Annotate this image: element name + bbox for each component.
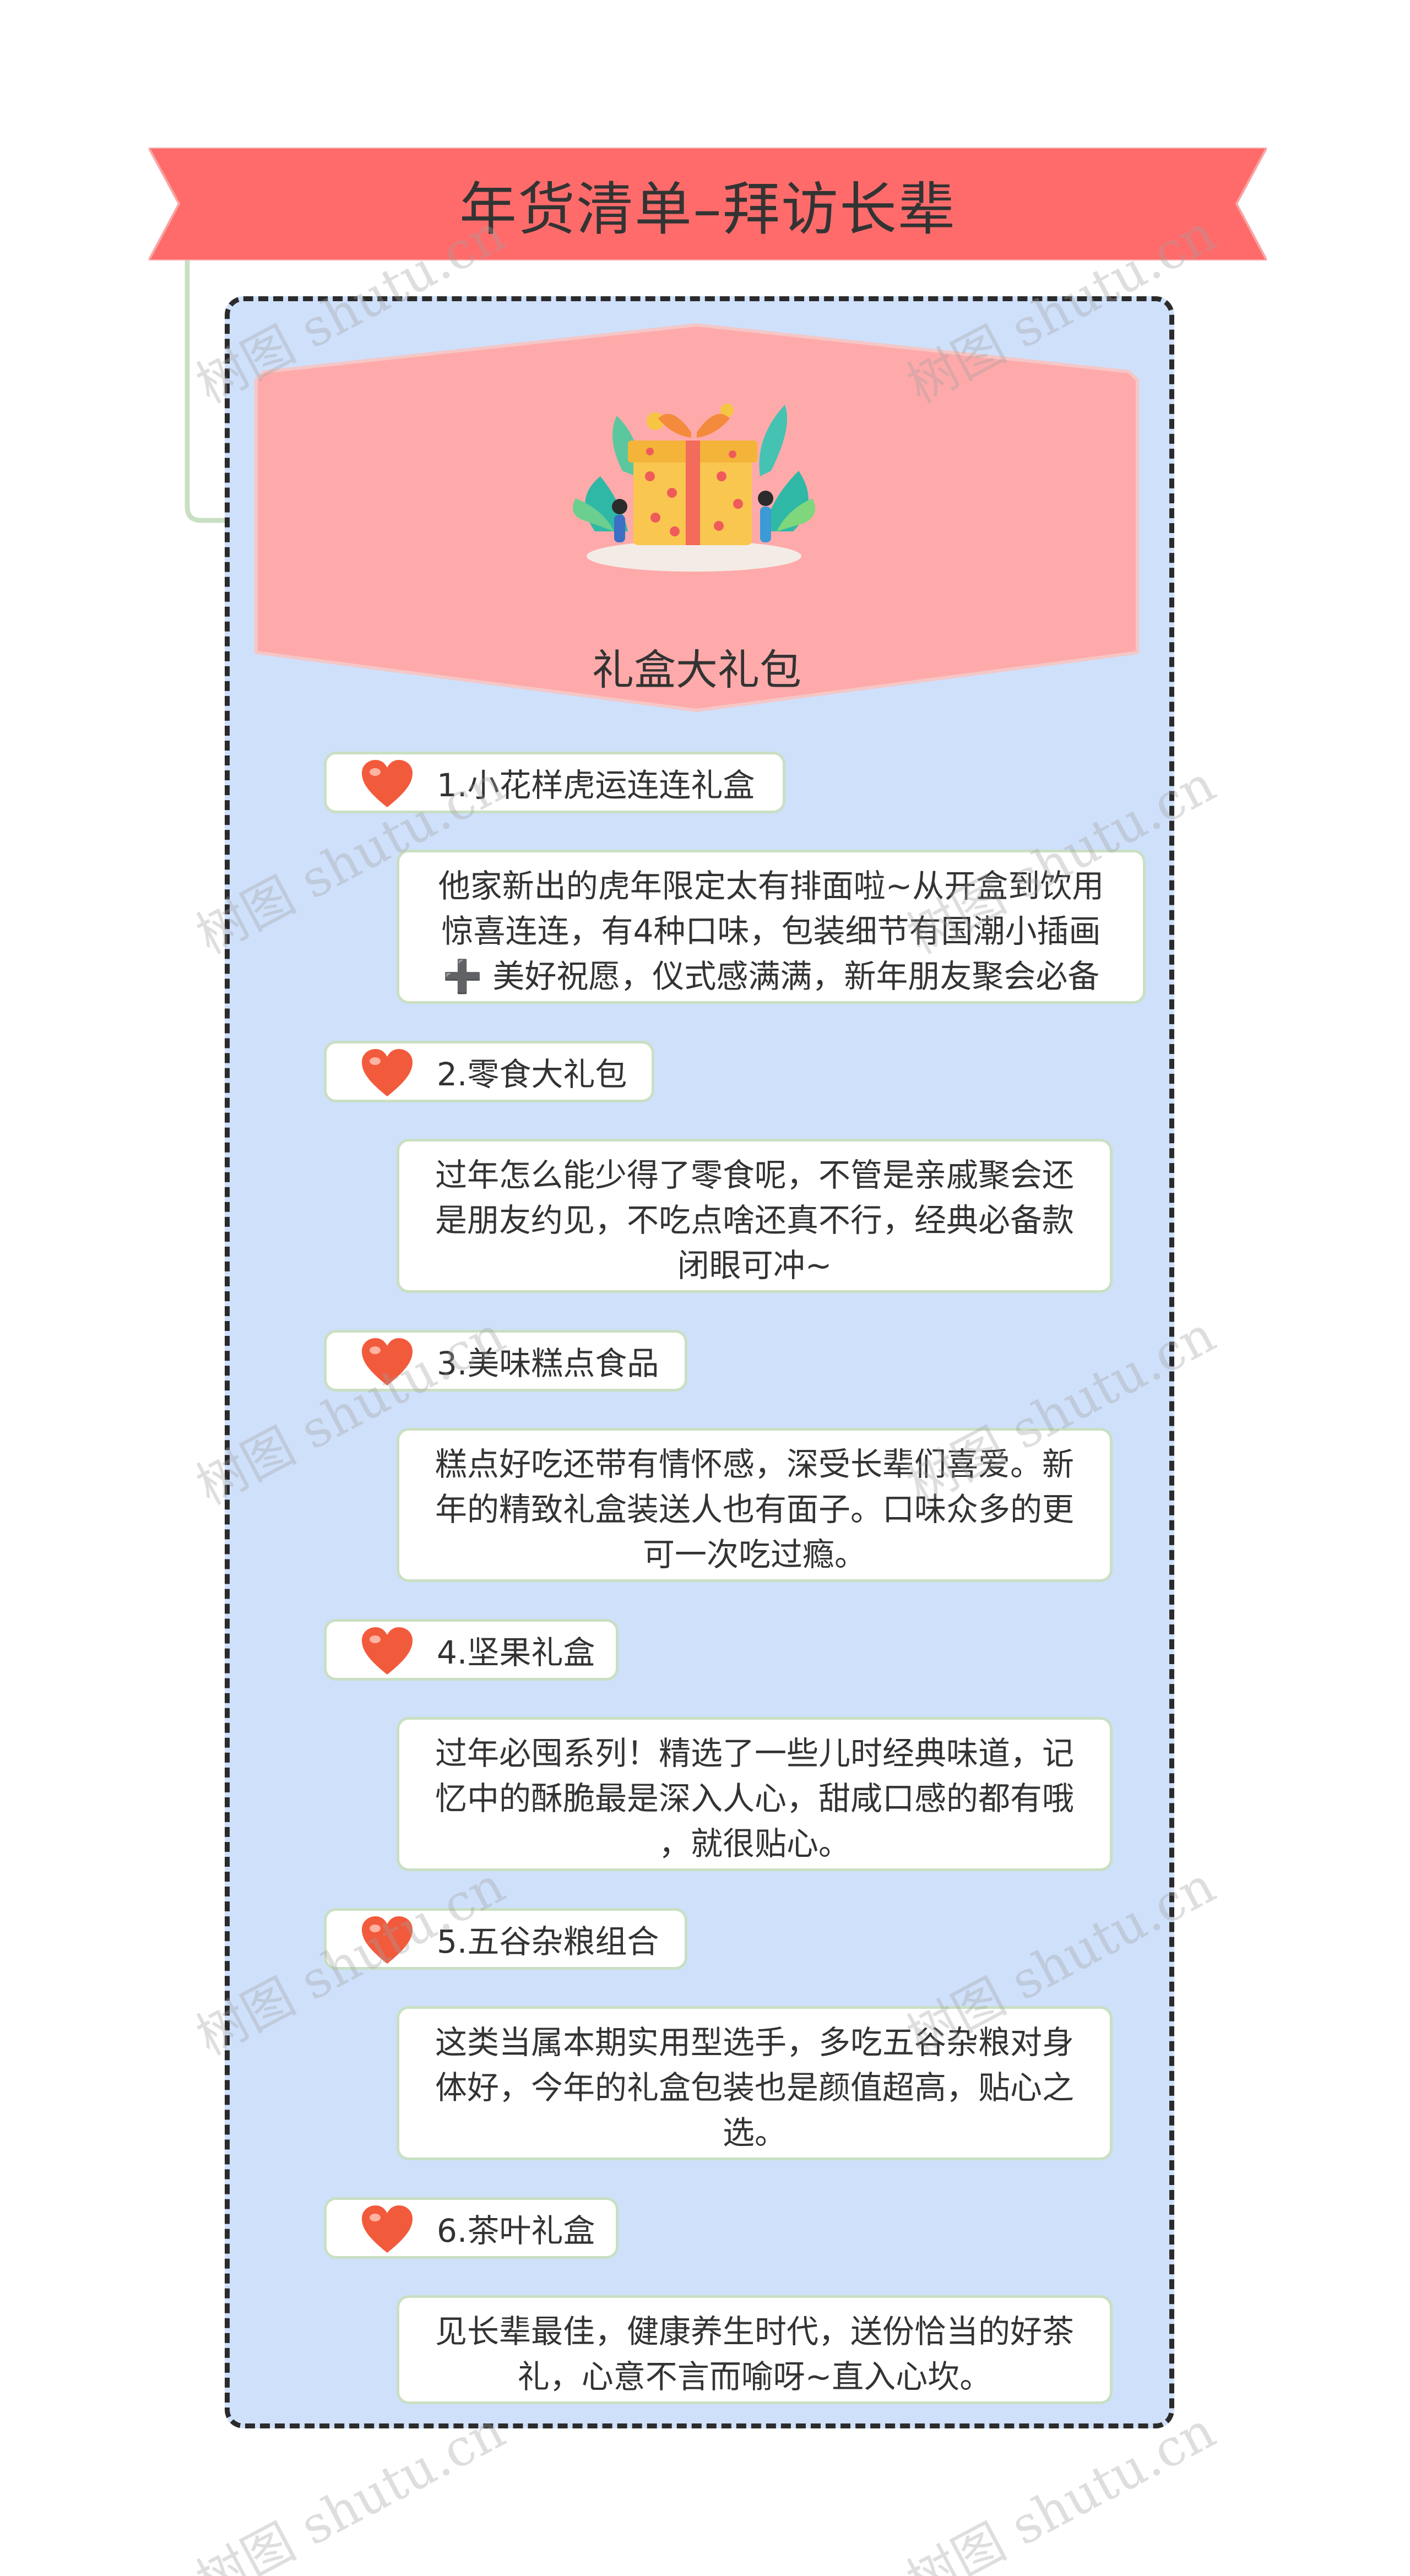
detail-line: 年的精致礼盒装送人也有面子。口味众多的更 <box>435 1491 1074 1528</box>
detail-line: 过年怎么能少得了零食呢，不管是亲戚聚会还 <box>435 1156 1074 1194</box>
topic-label: 5.五谷杂粮组合 <box>437 1923 659 1960</box>
topic-label: 2.零食大礼包 <box>437 1056 627 1093</box>
detail-line: 体好，今年的礼盒包装也是颜值超高，贴心之 <box>435 2069 1074 2106</box>
topic-node-2[interactable]: 2.零食大礼包 <box>324 1041 654 1102</box>
topic-node-3[interactable]: 3.美味糕点食品 <box>324 1330 687 1392</box>
detail-line: ，就很贴心。 <box>658 1825 850 1862</box>
detail-line: 惊喜连连，有4种口味，包装细节有国潮小插画 <box>441 912 1101 950</box>
detail-line: 可一次吃过瘾。 <box>642 1536 866 1573</box>
detail-node-4[interactable]: 过年必囤系列！精选了一些儿时经典味道，记忆中的酥脆最是深入人心，甜咸口感的都有哦… <box>397 1717 1113 1871</box>
title-ribbon <box>149 148 1267 260</box>
topic-node-1[interactable]: 1.小花样虎运连连礼盒 <box>324 752 785 813</box>
topic-node-6[interactable]: 6.茶叶礼盒 <box>324 2197 619 2259</box>
central-topic-label[interactable]: 礼盒大礼包 <box>592 645 801 694</box>
topic-label: 4.坚果礼盒 <box>437 1634 595 1671</box>
heart-icon <box>362 1049 413 1096</box>
detail-node-6[interactable]: 见长辈最佳，健康养生时代，送份恰当的好茶礼，心意不言而喻呀~直入心坎。 <box>397 2295 1113 2404</box>
gift-box-illustration-icon <box>573 404 815 572</box>
page-title[interactable]: 年货清单–拜访长辈 <box>459 176 956 243</box>
detail-line: 见长辈最佳，健康养生时代，送份恰当的好茶 <box>435 2313 1074 2350</box>
topic-label: 1.小花样虎运连连礼盒 <box>437 767 755 804</box>
topic-label: 6.茶叶礼盒 <box>437 2212 595 2249</box>
detail-line: 糕点好吃还带有情怀感，深受长辈们喜爱。新 <box>435 1445 1074 1483</box>
heart-icon <box>362 1916 413 1964</box>
topic-label: 3.美味糕点食品 <box>437 1345 659 1382</box>
detail-line: ➕ 美好祝愿，仪式感满满，新年朋友聚会必备 <box>442 958 1100 995</box>
detail-line: 礼，心意不言而喻呀~直入心坎。 <box>517 2358 992 2395</box>
detail-node-5[interactable]: 这类当属本期实用型选手，多吃五谷杂粮对身体好，今年的礼盒包装也是颜值超高，贴心之… <box>397 2006 1113 2160</box>
heart-icon <box>362 2205 413 2253</box>
detail-line: 他家新出的虎年限定太有排面啦~从开盒到饮用 <box>438 867 1104 905</box>
detail-line: 闭眼可冲~ <box>677 1247 832 1284</box>
topic-node-5[interactable]: 5.五谷杂粮组合 <box>324 1908 687 1970</box>
detail-line: 选。 <box>722 2114 787 2151</box>
topic-node-4[interactable]: 4.坚果礼盒 <box>324 1619 619 1681</box>
heart-icon <box>362 1338 413 1385</box>
detail-node-2[interactable]: 过年怎么能少得了零食呢，不管是亲戚聚会还是朋友约见，不吃点啥还真不行，经典必备款… <box>397 1139 1113 1293</box>
detail-line: 过年必囤系列！精选了一些儿时经典味道，记 <box>435 1735 1074 1772</box>
detail-line: 这类当属本期实用型选手，多吃五谷杂粮对身 <box>435 2024 1074 2061</box>
detail-node-1[interactable]: 他家新出的虎年限定太有排面啦~从开盒到饮用惊喜连连，有4种口味，包装细节有国潮小… <box>397 850 1146 1004</box>
detail-line: 是朋友约见，不吃点啥还真不行，经典必备款 <box>435 1202 1074 1239</box>
heart-icon <box>362 1627 413 1675</box>
heart-icon <box>362 760 413 807</box>
detail-node-3[interactable]: 糕点好吃还带有情怀感，深受长辈们喜爱。新年的精致礼盒装送人也有面子。口味众多的更… <box>397 1428 1113 1582</box>
detail-line: 忆中的酥脆最是深入人心，甜咸口感的都有哦 <box>435 1780 1074 1817</box>
